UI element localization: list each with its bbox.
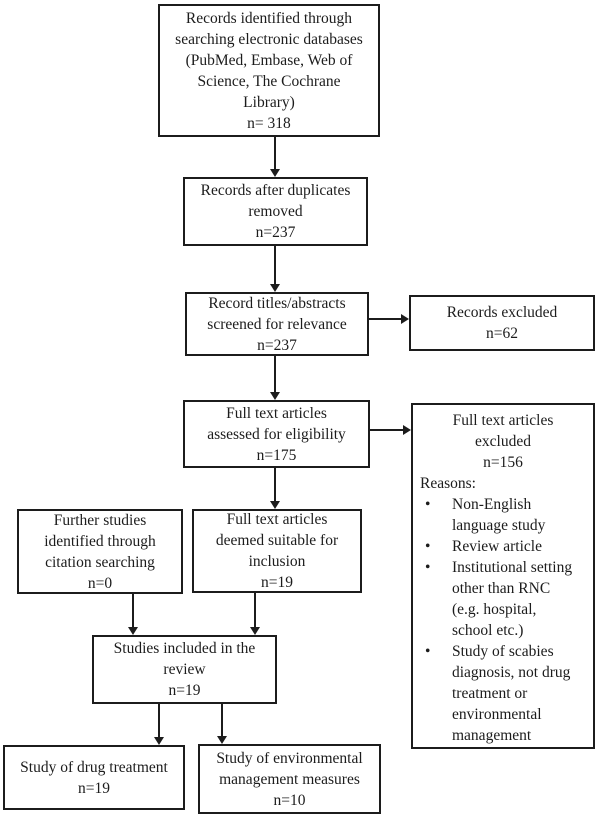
box-records-identified: Records identified through searching ele… bbox=[158, 4, 380, 137]
arrow-duplicates-to-screened-head bbox=[270, 284, 280, 292]
reason-item: Institutional setting other than RNC (e.… bbox=[418, 557, 588, 641]
arrow-screened-to-excluded-head bbox=[401, 314, 409, 324]
arrow-review-to-env-head bbox=[217, 736, 227, 744]
box-drug-treatment-text: Study of drug treatment n=19 bbox=[20, 758, 168, 797]
arrow-screened-to-assessed-line bbox=[274, 356, 276, 392]
box-deemed-suitable-text: Full text articles deemed suitable for i… bbox=[215, 511, 339, 591]
box-environmental-management: Study of environmental management measur… bbox=[198, 744, 381, 814]
box-records-identified-text: Records identified through searching ele… bbox=[175, 9, 363, 132]
reason-item: Non-English language study bbox=[418, 494, 588, 536]
arrow-review-to-drug-line bbox=[158, 704, 160, 737]
arrow-citation-to-review-head bbox=[128, 627, 138, 635]
box-citation-searching: Further studies identified through citat… bbox=[17, 509, 183, 594]
box-citation-searching-text: Further studies identified through citat… bbox=[44, 511, 156, 592]
reason-item: Study of scabies diagnosis, not drug tre… bbox=[418, 641, 588, 746]
arrow-review-to-env-line bbox=[221, 704, 223, 736]
arrow-assessed-to-ft-excluded-head bbox=[403, 425, 411, 435]
box-full-text-assessed-text: Full text articles assessed for eligibil… bbox=[207, 404, 346, 464]
arrow-assessed-to-ft-excluded-line bbox=[370, 429, 403, 431]
box-drug-treatment: Study of drug treatment n=19 bbox=[3, 745, 185, 810]
arrow-deemed-to-review-line bbox=[254, 593, 256, 627]
reason-item: Review article bbox=[418, 536, 588, 557]
arrow-identified-to-duplicates-line bbox=[274, 137, 276, 169]
arrow-review-to-drug-head bbox=[154, 737, 164, 745]
arrow-screened-to-excluded-line bbox=[369, 318, 401, 320]
arrow-assessed-to-deemed-line bbox=[274, 468, 276, 501]
box-deemed-suitable: Full text articles deemed suitable for i… bbox=[192, 509, 362, 593]
box-full-text-excluded-header: Full text articles excluded n=156 bbox=[452, 412, 554, 471]
box-full-text-excluded: Full text articles excluded n=156 Reason… bbox=[411, 403, 595, 749]
arrow-assessed-to-deemed-head bbox=[270, 501, 280, 509]
box-duplicates-removed: Records after duplicates removed n=237 bbox=[183, 177, 368, 246]
arrow-deemed-to-review-head bbox=[250, 627, 260, 635]
arrow-screened-to-assessed-head bbox=[270, 392, 280, 400]
box-duplicates-removed-text: Records after duplicates removed n=237 bbox=[200, 182, 351, 241]
box-full-text-assessed: Full text articles assessed for eligibil… bbox=[183, 400, 370, 468]
box-records-excluded: Records excluded n=62 bbox=[409, 295, 595, 351]
box-included-in-review: Studies included in the review n=19 bbox=[92, 635, 277, 704]
box-environmental-management-text: Study of environmental management measur… bbox=[216, 749, 363, 809]
arrow-identified-to-duplicates-head bbox=[270, 169, 280, 177]
reasons-label: Reasons: bbox=[420, 475, 476, 492]
box-records-excluded-text: Records excluded n=62 bbox=[446, 304, 558, 342]
arrow-duplicates-to-screened-line bbox=[274, 246, 276, 284]
box-titles-screened: Record titles/abstracts screened for rel… bbox=[185, 292, 369, 356]
box-titles-screened-text: Record titles/abstracts screened for rel… bbox=[207, 294, 347, 354]
arrow-citation-to-review-line bbox=[132, 594, 134, 627]
box-included-in-review-text: Studies included in the review n=19 bbox=[113, 640, 256, 699]
